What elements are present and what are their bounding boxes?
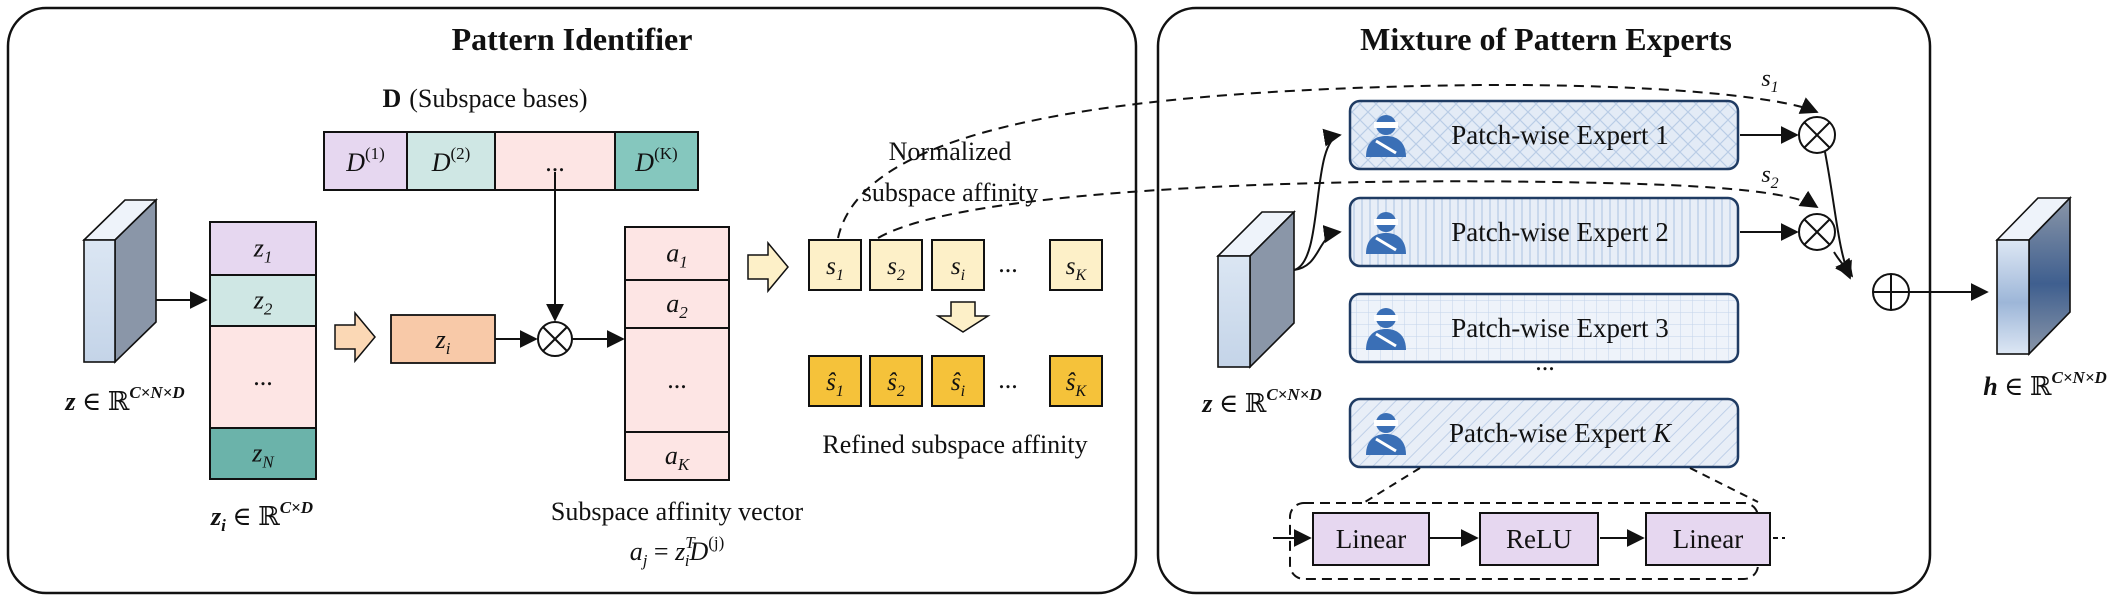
basis-label: D(2) [431,144,471,177]
left-panel-title: Pattern Identifier [452,21,693,57]
basis-cell [614,131,699,191]
mlp-layer-label: Linear [1673,524,1743,554]
multiply-icon [1798,213,1836,251]
mlp-layer-2 [1479,512,1599,566]
affinity-label: Subspace affinity vector [551,497,804,526]
basis-label: D(K) [634,144,677,177]
selected-token-label: zi [435,325,451,358]
expert-label: Patch-wise Expert 1 [1451,120,1668,150]
refined-label: Refined subspace affinity [822,430,1087,459]
mlp-layer-label: Linear [1336,524,1406,554]
block-arrow-select [334,310,376,364]
affinity-score-label: sK [1066,253,1088,284]
token-label: z2 [253,286,273,319]
expert-output-connectors [1740,126,1989,301]
gate-label-1: s1 [1761,66,1778,96]
multiply-icon [537,321,573,357]
person-icon [1366,115,1406,157]
affinity-entry-label: ... [667,365,687,394]
zi-label: zi ∈ ℝC×D [210,498,313,535]
expert-label: Patch-wise Expert K [1449,418,1673,448]
mlp-layer-1 [1312,512,1430,566]
expert-2: Patch-wise Expert 2 [1348,196,1740,268]
person-icon [1366,308,1406,350]
expert-1: Patch-wise Expert 1 [1348,99,1740,171]
left-connectors [156,172,625,348]
affinity-score-label: s1 [826,253,844,284]
token-column: z1 z2... zN [209,221,317,480]
block-arrow-refine [935,301,991,333]
person-icon [1366,413,1406,455]
input-tensor-cube [82,198,158,364]
right-panel [1156,6,1932,595]
mlp-layer-3 [1645,512,1771,566]
token-label: ... [253,362,273,391]
affinity-score-label: ŝ2 [887,369,905,400]
expert-k: Patch-wise Expert K [1348,397,1740,469]
gate-curve-1 [837,83,1819,239]
affinity-score-cell [808,239,862,291]
expert-label: Patch-wise Expert 2 [1451,217,1668,247]
affinity-entry-label: a1 [666,239,688,272]
affinity-score-cell [931,239,985,291]
expert-list: Patch-wise Expert 1 Patch-wise Expert 2 Pa… [1348,99,1740,469]
h-label: h ∈ ℝC×N×D [1983,368,2107,401]
subspace-bases-row: D(1) D(2)... D(K) [323,131,699,191]
block-arrow-normalize [747,240,789,294]
mlp-layer-label: ReLU [1506,524,1572,554]
affinity-score-cell [1049,355,1103,407]
affinity-score-cell [931,355,985,407]
affinity-cell [624,279,730,329]
ellipsis: ... [998,365,1018,394]
z-label-right: z ∈ ℝC×N×D [1201,385,1321,418]
normalized-affinity-row: s1 s2 si... sK [808,239,1103,291]
affinity-score-label: ŝ1 [826,369,844,400]
affinity-score-label: s2 [887,253,905,284]
affinity-entry-label: aK [665,441,691,474]
affinity-score-cell [1049,239,1103,291]
affinity-score-label: ŝK [1066,369,1088,400]
mlp-layers: Linear ReLU Linear [1312,512,1771,566]
z-label-left: z ∈ ℝC×N×D [64,383,184,416]
gate-label-2: s2 [1761,162,1778,192]
person-icon [1366,212,1406,254]
affinity-score-label: ŝi [951,369,965,400]
expert-3: Patch-wise Expert 3 [1348,292,1740,364]
gate-curve-2 [877,180,1819,239]
refined-affinity-row: ŝ1 ŝ2 ŝi... ŝK [808,355,1103,407]
left-panel [6,6,1138,595]
normalized-label-line2: subspace affinity [862,178,1038,207]
token-label: z1 [253,234,273,267]
plus-icon [1872,273,1910,311]
affinity-cell [624,431,730,481]
output-tensor-cube [1995,196,2072,356]
token-cell [209,221,317,276]
experts-ellipsis: ... [1535,347,1555,376]
affinity-score-cell [808,355,862,407]
multiply-icon [1798,116,1836,154]
token-cell [209,427,317,480]
token-label: zN [251,439,275,472]
affinity-entry-label: a2 [666,289,688,322]
bases-title: D(Subspace bases) [382,84,587,113]
ellipsis: ... [998,249,1018,278]
right-panel-title: Mixture of Pattern Experts [1360,21,1732,57]
affinity-score-label: si [951,253,965,284]
expert-input-cube [1216,210,1296,369]
affinity-score-cell [869,355,923,407]
router-connectors [1293,128,1342,271]
affinity-column: a1 a2... aK [624,226,730,481]
token-cell [209,274,317,327]
affinity-score-cell [869,239,923,291]
affinity-cell [624,327,730,433]
basis-label: ... [545,148,565,177]
expert-label: Patch-wise Expert 3 [1451,313,1668,343]
basis-label: D(1) [345,144,385,177]
selected-token-box [390,314,496,364]
